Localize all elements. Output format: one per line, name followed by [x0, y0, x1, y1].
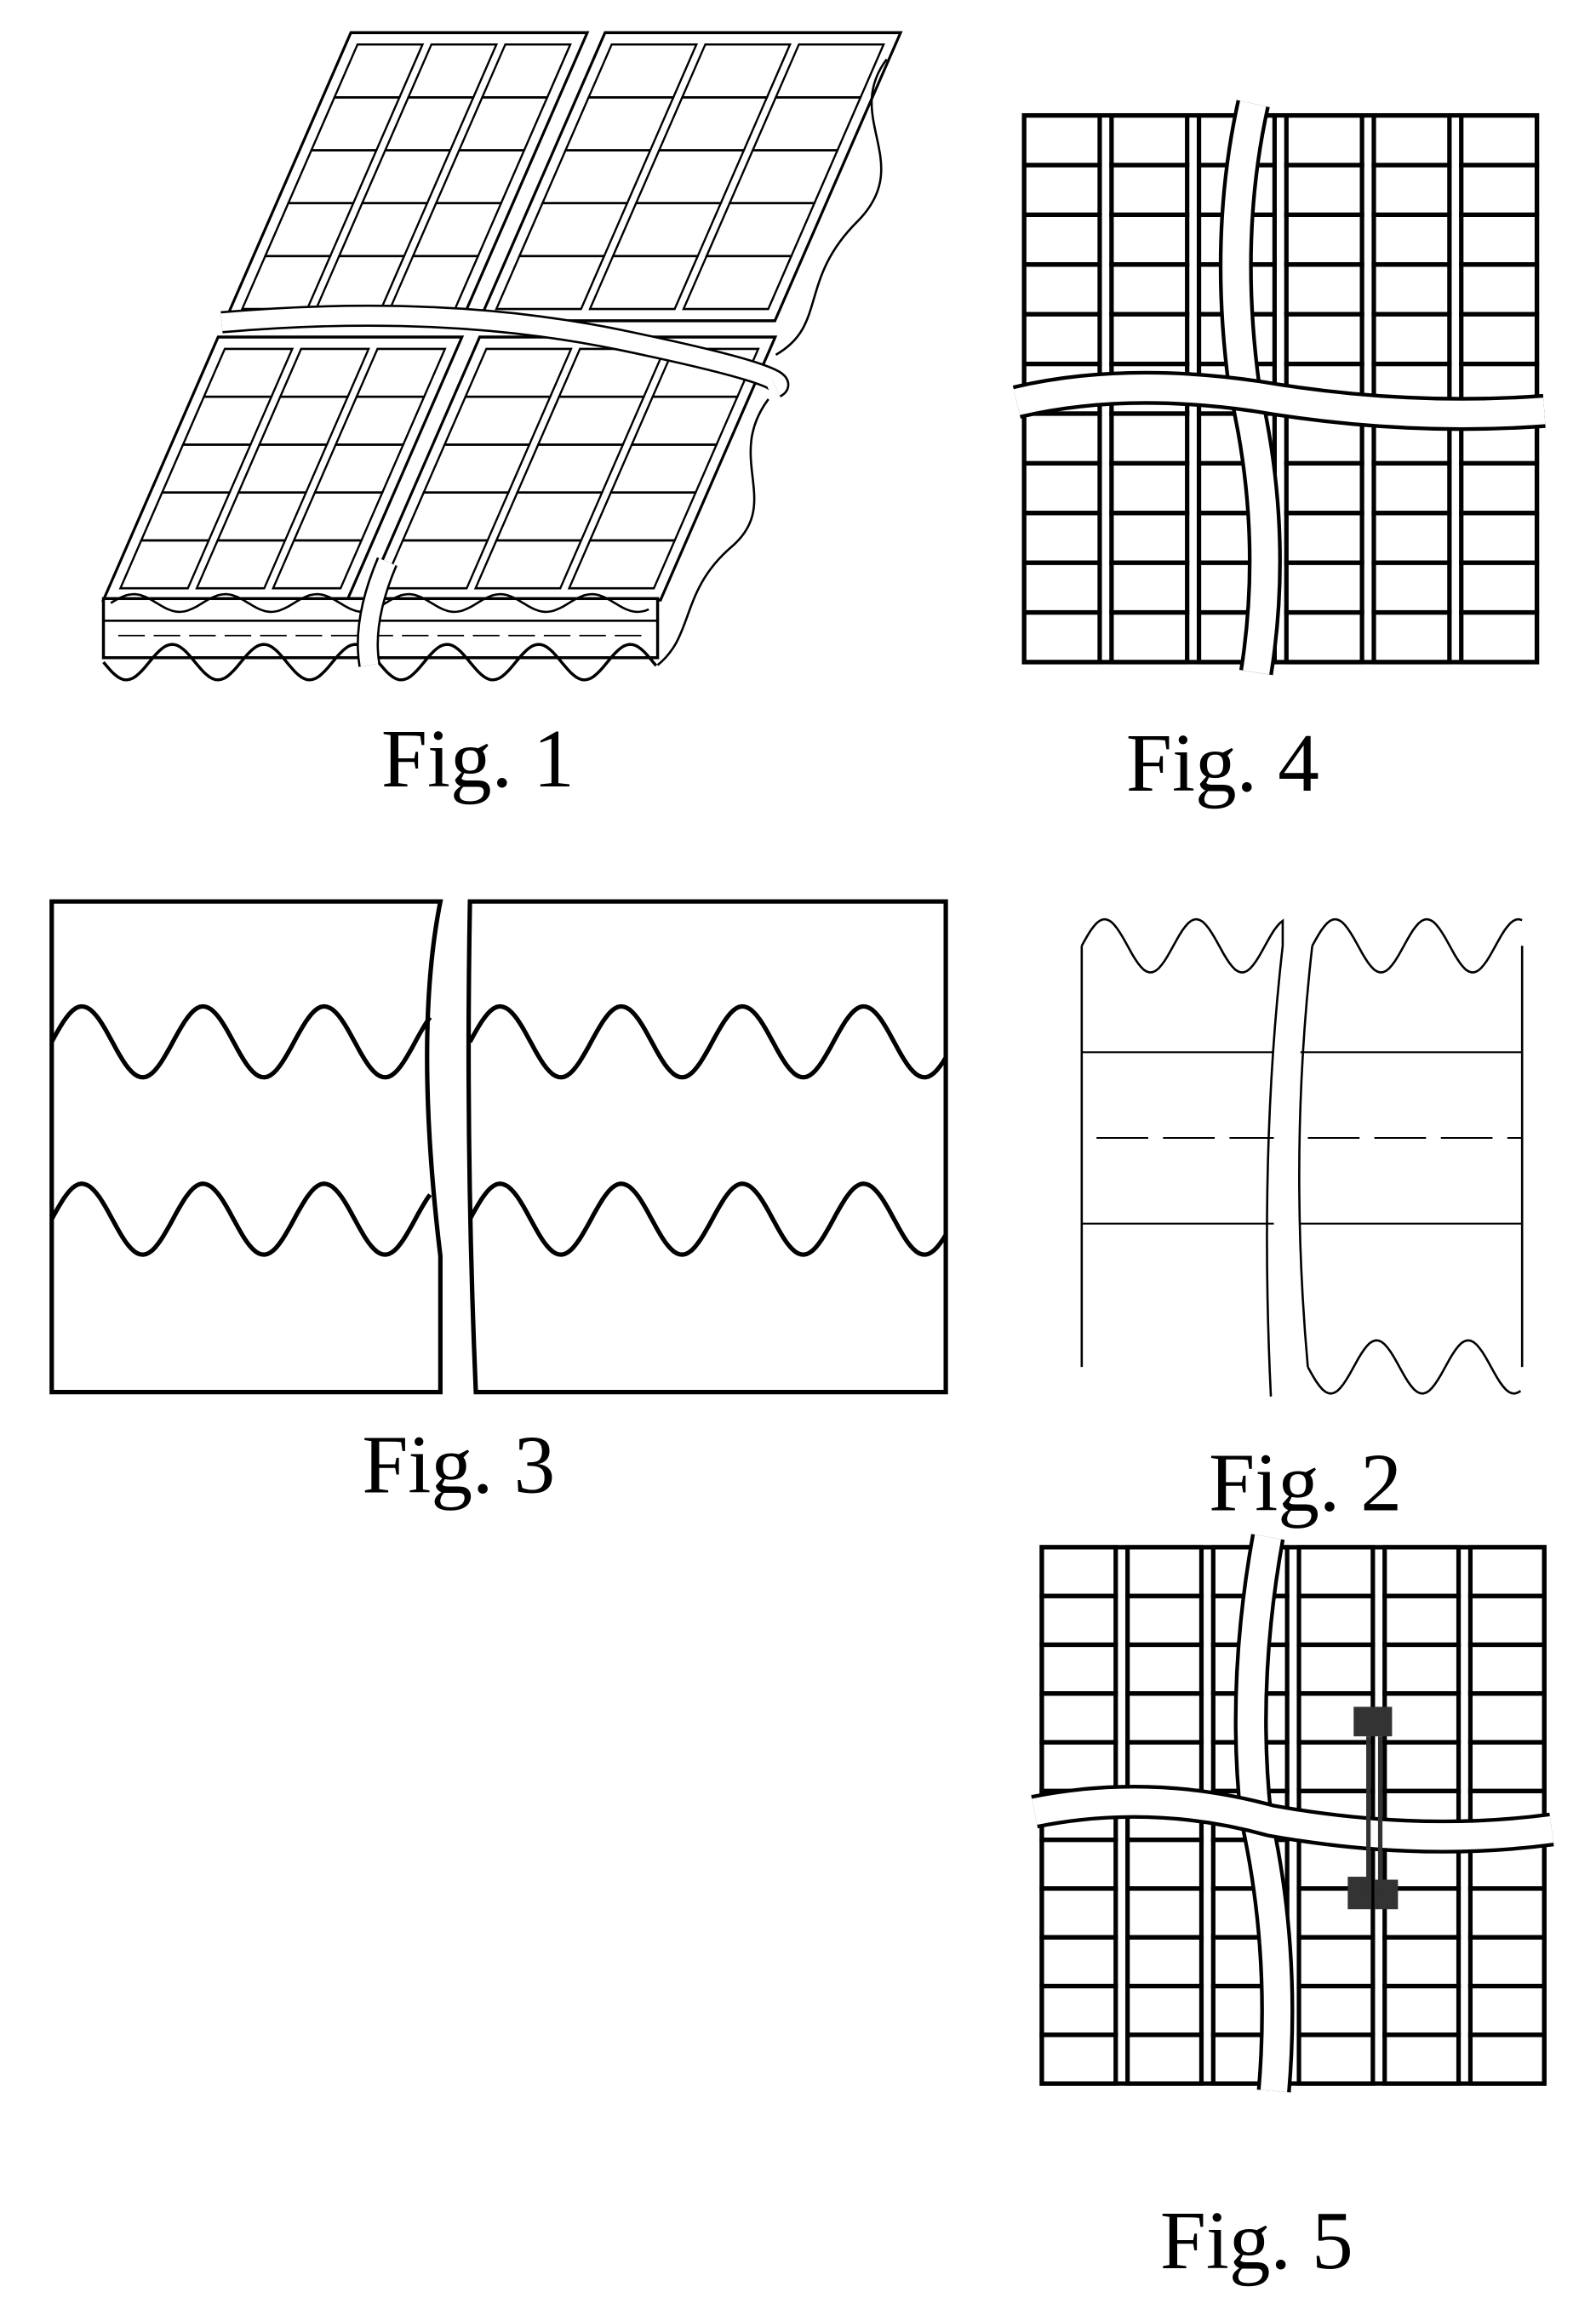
grid-cell	[1467, 2032, 1547, 2086]
panel-cell-cell	[118, 539, 211, 590]
left-section	[1080, 917, 1284, 1397]
side-wave-top	[775, 58, 888, 356]
figure-2-caption: Fig. 2	[1209, 1437, 1402, 1529]
grid-cell	[1382, 2032, 1462, 2086]
slab-wavy-bottom	[102, 643, 658, 682]
horizontal-gap	[1032, 1788, 1553, 1850]
figure-3-wavy-section	[49, 899, 948, 1395]
figure-3-caption: Fig. 3	[362, 1420, 555, 1512]
connector-block	[1374, 1879, 1399, 1910]
connector-block	[1353, 1706, 1393, 1737]
right-wavy-top	[1311, 917, 1523, 974]
panel-cell-cell	[682, 254, 793, 311]
panel-cell-cell	[195, 539, 287, 590]
figure-1-caption: Fig. 1	[381, 713, 575, 805]
side-wave-bottom	[656, 398, 769, 666]
panel-cell-cell	[567, 539, 677, 590]
skewed-panels	[101, 31, 903, 602]
grid-cell	[1371, 609, 1452, 665]
grid-cell	[1039, 2032, 1118, 2086]
wavy-line-right-1	[467, 1003, 948, 1080]
wavy-line-left-2	[49, 1181, 432, 1257]
grid-cell	[1459, 609, 1540, 665]
figure-5-grid-with-connectors	[1031, 1534, 1554, 2093]
vertical-gap	[358, 557, 396, 667]
panel-cell-cell	[495, 254, 606, 311]
horizontal-gap	[220, 306, 787, 396]
figure-2-cross-section	[1080, 917, 1524, 1397]
grid-cell	[1021, 609, 1102, 665]
figure-4-caption: Fig. 4	[1126, 717, 1319, 809]
figure-4-grid-plan	[1012, 100, 1546, 676]
panel-cell-cell	[588, 254, 700, 311]
right-block	[466, 899, 948, 1395]
figure-5-caption: Fig. 5	[1160, 2195, 1353, 2287]
grid-cell	[1125, 2032, 1204, 2086]
right-inner-edge	[1298, 946, 1313, 1368]
figure-1-perspective-panel	[101, 31, 903, 682]
left-block	[49, 899, 443, 1395]
grid-cell	[1296, 2032, 1376, 2086]
wavy-line-left-1	[49, 1003, 432, 1080]
panel-cell-cell	[473, 539, 583, 590]
right-wavy-bottom	[1307, 1339, 1522, 1395]
grid-cell	[1109, 609, 1190, 665]
horizontal-gap	[1013, 374, 1546, 427]
wavy-line-right-2	[467, 1181, 948, 1257]
grid-cell	[1284, 609, 1364, 665]
panel-cell-cell	[271, 539, 363, 590]
